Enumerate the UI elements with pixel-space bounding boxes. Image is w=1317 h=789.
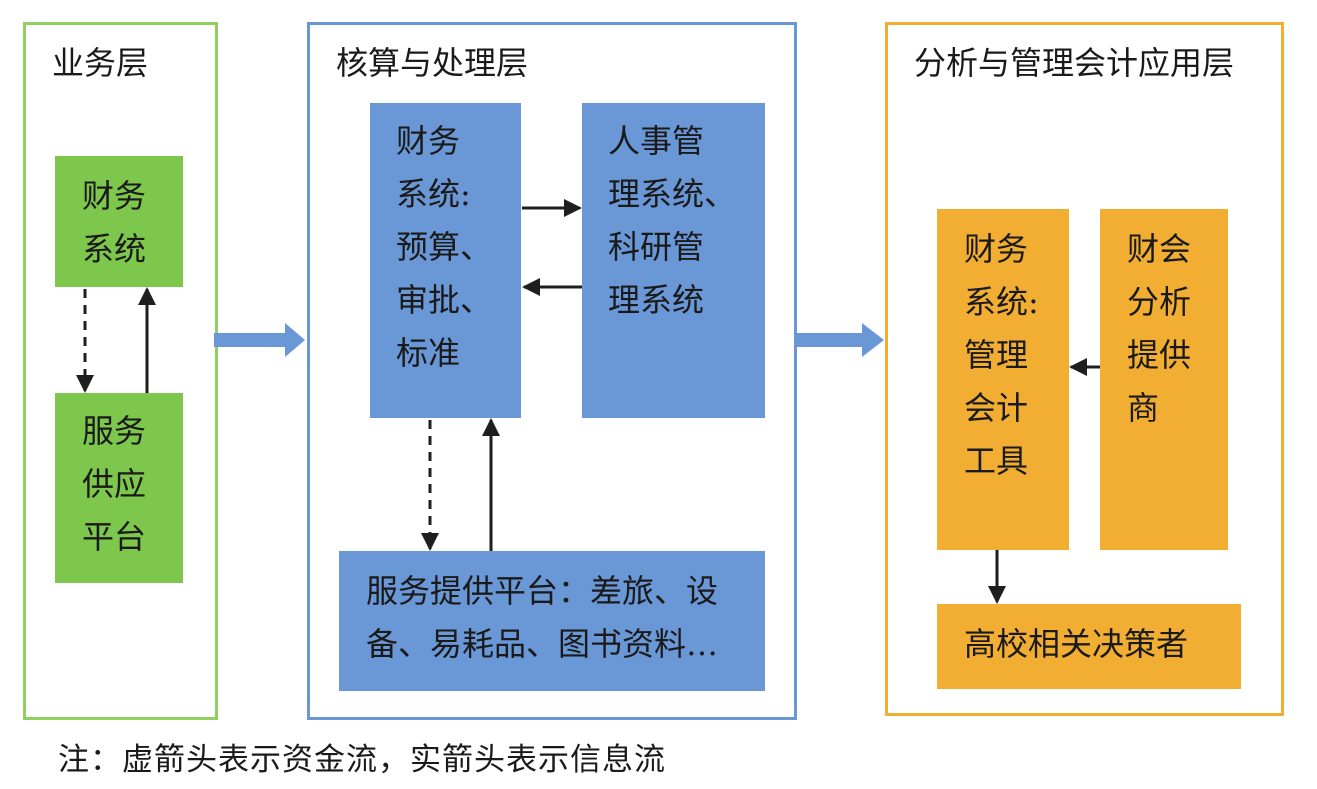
decision-makers-box: 高校相关决策者: [937, 604, 1241, 689]
analysis-layer-title: 分析与管理会计应用层: [914, 44, 1235, 82]
processing-service-platform-box: 服务提供平台：差旅、设 备、易耗品、图书资料…: [339, 551, 765, 691]
processing-layer-title: 核算与处理层: [336, 44, 529, 82]
legend-note: 注：虚箭头表示资金流，实箭头表示信息流: [58, 742, 666, 778]
analysis-finance-system-box: 财务 系统: 管理 会计 工具: [937, 209, 1069, 550]
business-layer: 业务层: [23, 22, 218, 720]
processing-finance-system-box: 财务 系统: 预算、 审批、 标准: [370, 103, 521, 418]
business-finance-system-box: 财务 系统: [55, 156, 183, 287]
analysis-provider-box: 财会 分析 提供 商: [1100, 209, 1228, 550]
processing-to-analysis-arrow: [796, 323, 884, 357]
business-service-platform-box: 服务 供应 平台: [55, 393, 183, 583]
business-to-processing-arrow: [214, 323, 305, 357]
business-layer-title: 业务层: [52, 44, 149, 82]
hr-research-system-box: 人事管 理系统、 科研管 理系统: [582, 103, 765, 418]
